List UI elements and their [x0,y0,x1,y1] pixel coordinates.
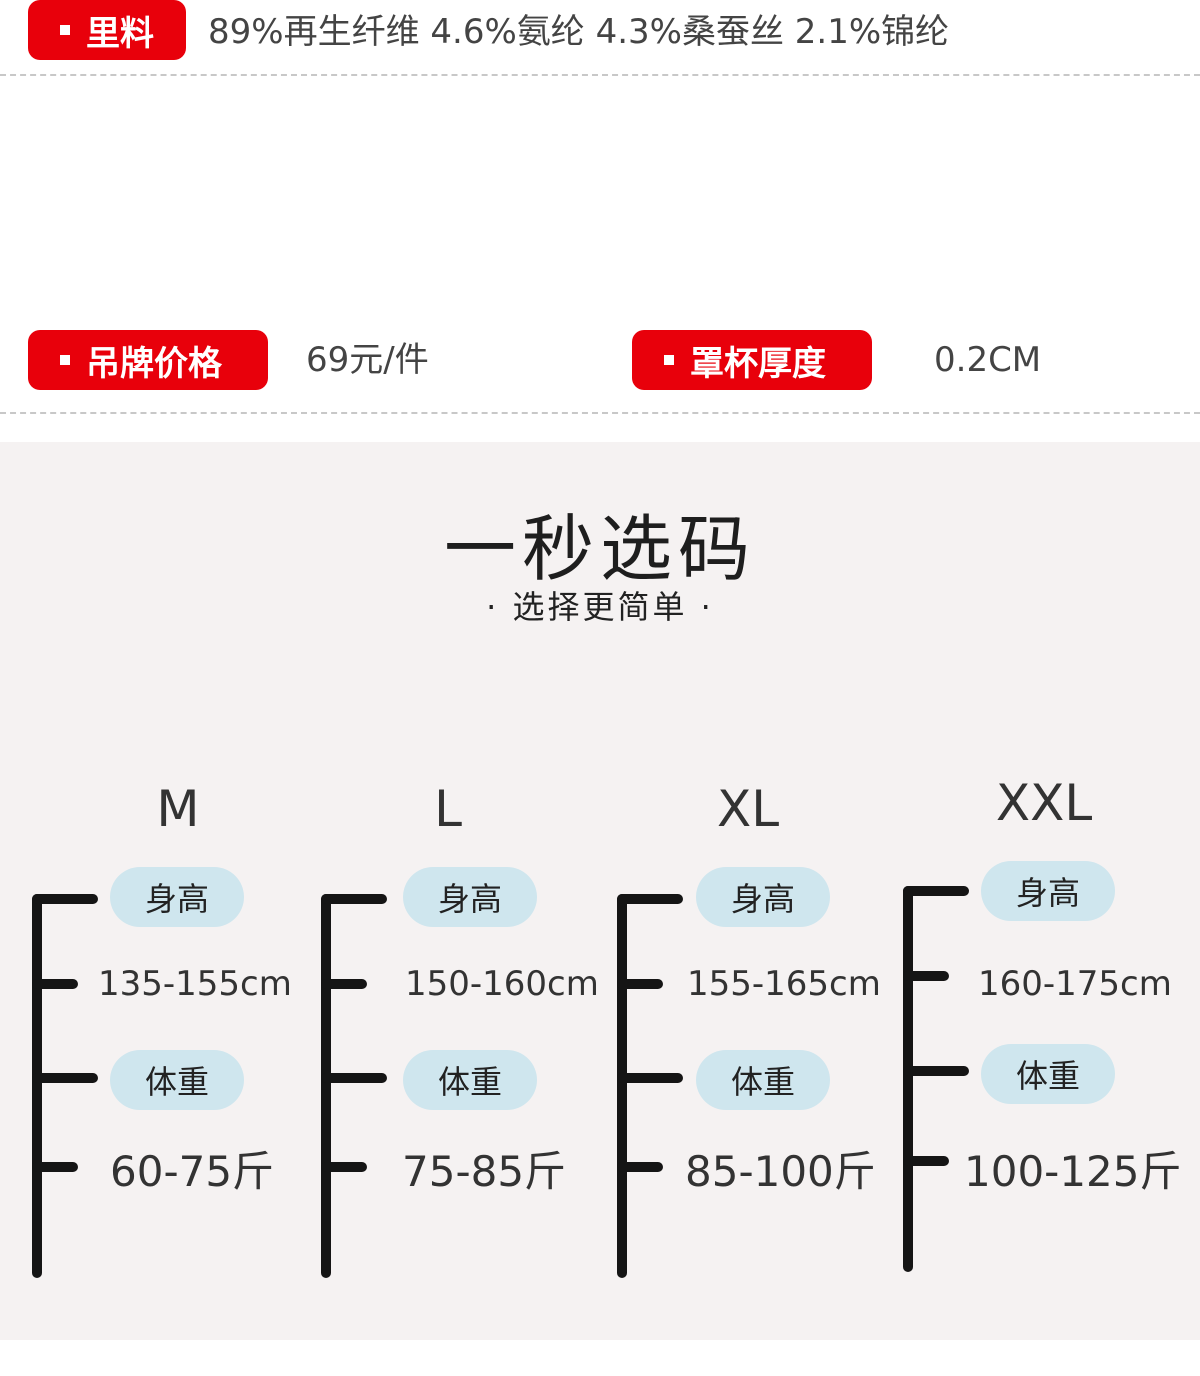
height-pill: 身高 [110,867,244,927]
bracket-tick [903,971,949,981]
tag-price-value: 69元/件 [306,340,429,380]
size-label-xl: XL [716,780,780,838]
bullet-icon [664,355,674,365]
bracket-tick [617,1162,663,1172]
divider [0,74,1200,76]
height-range-m: 135-155cm [98,964,292,1004]
bullet-icon [60,25,70,35]
bracket-tick [32,1073,98,1083]
bracket-spine [321,894,331,1278]
bracket-tick [32,1162,78,1172]
bracket-tick [32,894,98,904]
size-label-m: M [156,780,200,838]
bracket-spine [617,894,627,1278]
size-guide-subtitle: · 选择更简单 · [486,588,714,626]
height-range-xl: 155-165cm [687,964,881,1004]
bracket-tick [617,1073,683,1083]
bracket-tick [321,894,387,904]
height-range-xxl: 160-175cm [978,964,1172,1004]
bracket-tick [903,886,969,896]
bracket-tick [617,894,683,904]
divider [0,412,1200,414]
bracket-tick [321,1162,367,1172]
weight-pill: 体重 [696,1050,830,1110]
height-pill: 身高 [981,861,1115,921]
bracket-tick [321,979,367,989]
bracket-spine [903,886,913,1272]
bullet-icon [60,355,70,365]
bracket-tick [903,1156,949,1166]
lining-value: 89%再生纤维 4.6%氨纶 4.3%桑蚕丝 2.1%锦纶 [208,12,950,52]
bracket-tick [32,979,78,989]
lining-label: 里料 [86,13,154,54]
weight-range-xl: 85-100斤 [685,1147,876,1196]
weight-pill: 体重 [981,1044,1115,1104]
weight-range-xxl: 100-125斤 [964,1147,1182,1196]
height-range-l: 150-160cm [405,964,599,1004]
bracket-tick [617,979,663,989]
height-pill: 身高 [403,867,537,927]
size-guide-title: 一秒选码 [443,507,756,591]
cup-thickness-label: 罩杯厚度 [690,343,826,384]
size-label-l: L [434,780,462,838]
weight-range-l: 75-85斤 [402,1147,567,1196]
cup-thickness-badge: 罩杯厚度 [632,330,872,390]
bracket-tick [903,1066,969,1076]
lining-badge: 里料 [28,0,186,60]
bracket-spine [32,894,42,1278]
height-pill: 身高 [696,867,830,927]
size-label-xxl: XXL [995,774,1093,832]
tag-price-label: 吊牌价格 [86,343,222,384]
weight-pill: 体重 [403,1050,537,1110]
bracket-tick [321,1073,387,1083]
weight-pill: 体重 [110,1050,244,1110]
cup-thickness-value: 0.2CM [934,340,1042,380]
weight-range-m: 60-75斤 [110,1147,275,1196]
tag-price-badge: 吊牌价格 [28,330,268,390]
